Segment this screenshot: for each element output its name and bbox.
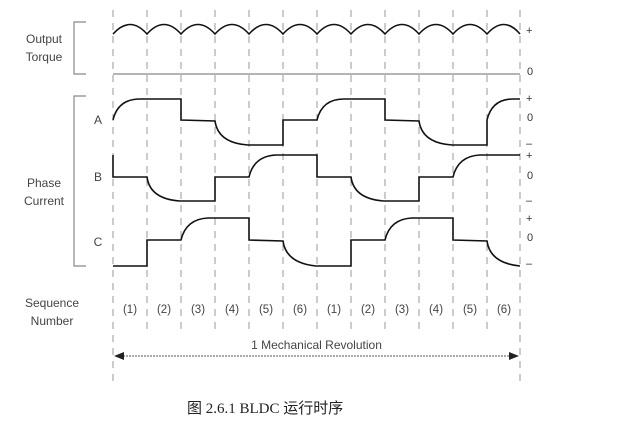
torque-plus-mark: +: [526, 25, 533, 37]
sequence-step: (4): [428, 304, 444, 316]
phase-c-label: C: [93, 235, 103, 249]
phase-c-minus-mark: –: [526, 258, 533, 270]
phase-b-label: B: [93, 170, 102, 184]
phase-current-label: Phase Current: [23, 176, 64, 208]
sequence-step: (1): [326, 304, 342, 316]
phase-b-trace: [112, 154, 520, 202]
sequence-step: (2): [156, 304, 172, 316]
phase-a-trace: [112, 98, 520, 146]
phase-a-minus-mark: –: [526, 138, 533, 150]
phase-b-minus-mark: –: [526, 195, 533, 207]
phase-a-zero-mark: 0: [527, 112, 534, 124]
step-divider-lines: [112, 10, 521, 385]
output-torque-label: Output Torque: [25, 32, 63, 64]
sequence-number-label: Sequence Number: [24, 296, 80, 328]
phase-c-zero-mark: 0: [527, 232, 534, 244]
phase-c-trace: [113, 217, 521, 267]
sequence-step: (6): [496, 304, 512, 316]
revolution-arrow: [114, 352, 519, 360]
phase-a-label: A: [93, 113, 102, 127]
sequence-step: (5): [462, 304, 478, 316]
sequence-step: (3): [394, 304, 410, 316]
group-brackets: [73, 21, 86, 267]
sequence-step: (6): [292, 304, 308, 316]
phase-c-plus-mark: +: [526, 213, 533, 225]
sequence-step: (5): [258, 304, 274, 316]
output-torque-trace: [112, 23, 521, 36]
sequence-step: (4): [224, 304, 240, 316]
phase-a-plus-mark: +: [526, 93, 533, 105]
sequence-step: (3): [190, 304, 206, 316]
phase-b-zero-mark: 0: [527, 170, 534, 182]
torque-zero-mark: 0: [527, 66, 534, 78]
sequence-step: (2): [360, 304, 376, 316]
figure-caption: 图 2.6.1 BLDC 运行时序: [187, 401, 344, 417]
sequence-step: (1): [122, 304, 138, 316]
revolution-label: 1 Mechanical Revolution: [251, 338, 382, 352]
phase-b-plus-mark: +: [526, 150, 533, 162]
